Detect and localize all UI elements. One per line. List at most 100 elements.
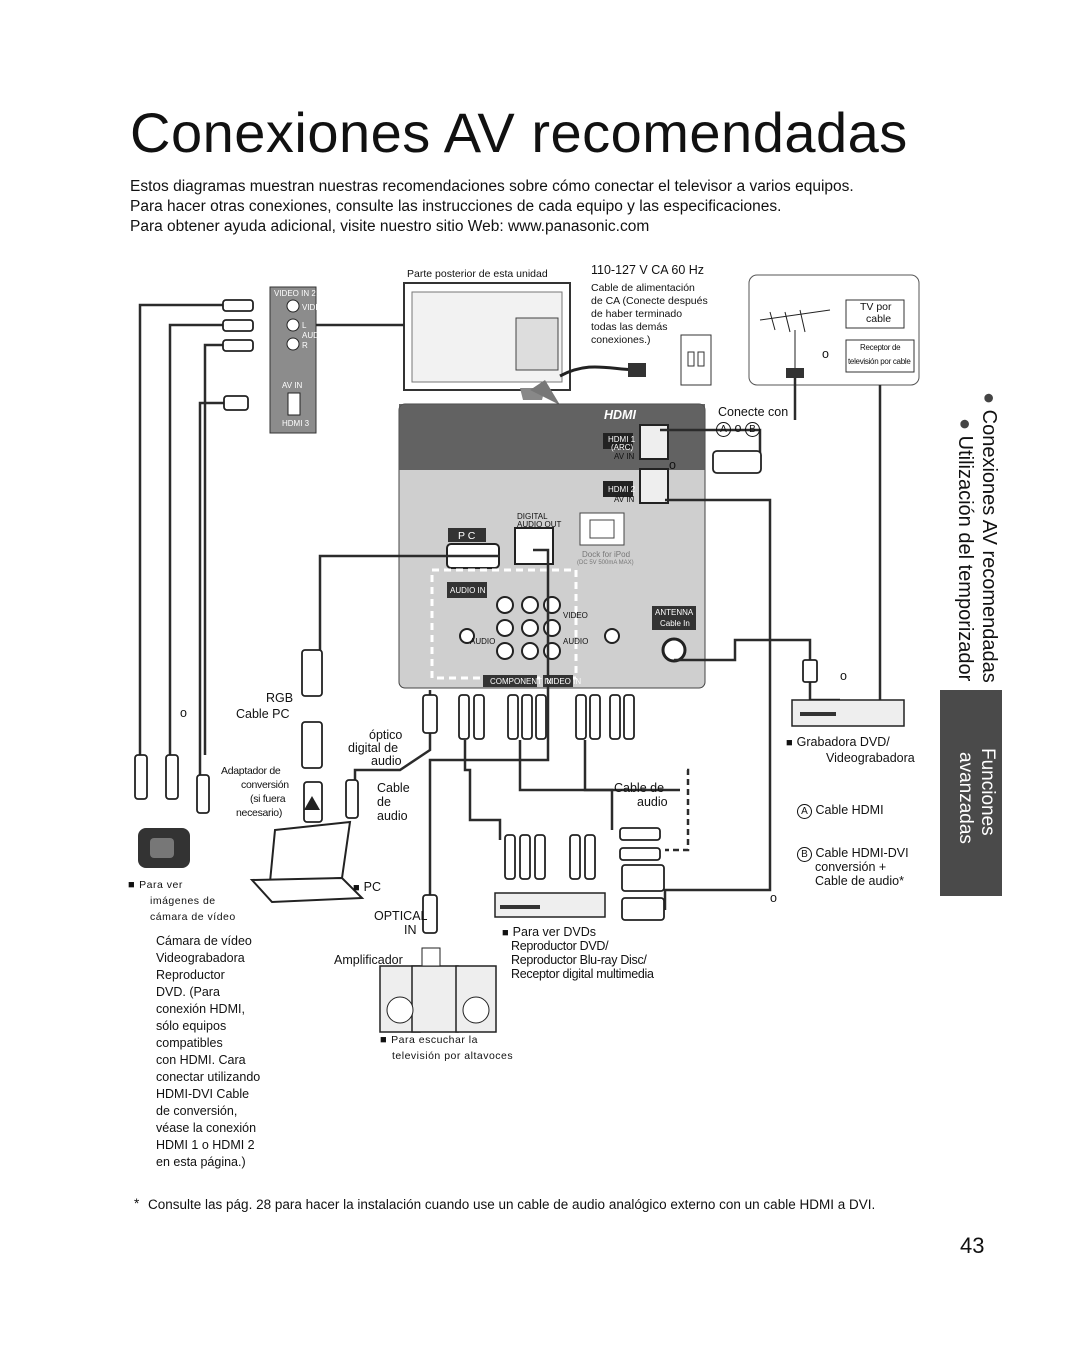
page-number: 43	[960, 1233, 985, 1258]
audio-in-label: AUDIO IN	[450, 586, 486, 595]
recorder-or: o	[840, 669, 847, 683]
page-title: Conexiones AV recomendadas	[130, 101, 908, 164]
amplifier-label: Amplificador	[334, 953, 403, 967]
audio-cable-right-1: Cable de	[614, 781, 665, 795]
connect-or: o	[734, 421, 742, 435]
video-in-label: VIDEO IN	[546, 677, 582, 686]
intro-line-1: Estos diagramas muestran nuestras recome…	[130, 178, 854, 195]
adapter-3: (si fuera	[250, 793, 286, 805]
camera-device	[138, 828, 190, 868]
side-panel-video-in-2: VIDEO IN 2	[274, 289, 316, 298]
component-in-label: COMPONENT IN	[490, 677, 553, 686]
hdmi1-arc: (ARC)	[611, 443, 634, 452]
audio-cable-left-2: de	[377, 795, 391, 809]
cable-hdmi-text: Cable HDMI	[815, 803, 884, 817]
rgb-label: RGB	[266, 691, 294, 705]
power-note-3: de haber terminado	[591, 308, 683, 320]
footnote-mark: *	[134, 1196, 140, 1211]
hdmi1-av-in: AV IN	[614, 452, 635, 461]
side-nav-item-1[interactable]: ● Conexiones AV recomendadas	[978, 392, 1000, 683]
rear-label: Parte posterior de esta unidad	[407, 268, 548, 280]
adapter-4: necesario)	[236, 807, 283, 819]
side-panel-av-in: AV IN	[282, 381, 303, 390]
receiver-1: Receptor de	[860, 343, 901, 352]
dock-spec: (DC 5V 500mA MAX)	[577, 560, 634, 566]
dvi-or: o	[770, 891, 777, 905]
receiver-2: televisión por cable	[848, 357, 911, 366]
side-panel-r: R	[302, 341, 308, 350]
power-note-1: Cable de alimentación	[591, 282, 695, 294]
connect-ab: A o B	[716, 420, 760, 437]
audio-out-label: AUDIO OUT	[517, 520, 562, 529]
side-nav-item-2[interactable]: ● Utilización del temporizador	[954, 418, 976, 682]
hdmi-logo: HDMI	[604, 408, 636, 422]
jack-audio-1: AUDIO	[470, 637, 496, 646]
a-legend-marker: A	[797, 804, 812, 819]
cable-hdmi-dvi-2: conversión +	[815, 860, 887, 874]
power-note-4: todas las demás	[591, 321, 668, 333]
cable-hdmi-legend: A Cable HDMI	[797, 802, 884, 819]
power-note-5: conexiones.)	[591, 334, 651, 346]
b-legend-marker: B	[797, 847, 812, 862]
intro-line-3: Para obtener ayuda adicional, visite nue…	[130, 218, 650, 235]
antenna-label: ANTENNA	[655, 608, 694, 617]
audio-cable-left-3: audio	[377, 809, 408, 823]
optical-in-2: IN	[404, 923, 417, 937]
optical-1: óptico	[369, 728, 403, 742]
dvd-player-device	[494, 892, 606, 918]
b-marker: B	[744, 422, 760, 437]
amplifier-device	[379, 947, 497, 1033]
dvd-device-3: Reproductor Blu-ray Disc/	[511, 953, 647, 967]
camera-device-3: cámara de vídeo	[150, 911, 236, 923]
side-tab-line-2: avanzadas	[955, 752, 976, 844]
side-tab[interactable]	[940, 690, 1002, 896]
dvd-device-1: Para ver DVDs	[502, 924, 596, 941]
dvd-device-4: Receptor digital multimedia	[511, 967, 654, 981]
amp-device-1: Para escuchar la	[380, 1034, 478, 1047]
pc-device-label: PC	[353, 879, 381, 896]
hdmi2-label: HDMI 2	[608, 485, 636, 494]
audio-cable-right-2: audio	[637, 795, 668, 809]
side-panel-l: L	[302, 321, 307, 330]
hdmi-or: o	[669, 458, 676, 472]
antenna-or: o	[822, 347, 829, 361]
a-marker: A	[716, 422, 731, 437]
cable-hdmi-dvi-3: Cable de audio*	[815, 874, 904, 888]
cable-in-label: Cable In	[660, 619, 690, 628]
jack-audio-2: AUDIO	[563, 637, 589, 646]
hdmi1-label: HDMI 1	[608, 435, 636, 444]
intro-line-2: Para hacer otras conexiones, consulte la…	[130, 198, 782, 215]
power-spec: 110-127 V CA 60 Hz	[591, 263, 705, 277]
adapter-2: conversión	[241, 779, 289, 791]
optical-2: digital de	[348, 741, 399, 755]
cable-hdmi-dvi-legend: B Cable HDMI-DVI	[797, 845, 909, 862]
camera-device-2: imágenes de	[150, 895, 216, 907]
side-panel-hdmi-3: HDMI 3	[282, 419, 310, 428]
dvd-device-2: Reproductor DVD/	[511, 939, 609, 953]
camera-device-1: Para ver	[128, 879, 183, 892]
laptop-device	[249, 820, 365, 904]
recorder-device-1: Grabadora DVD/	[786, 734, 890, 751]
amp-device-2: televisión por altavoces	[392, 1050, 514, 1062]
adapter-1: Adaptador de	[221, 765, 281, 777]
cable-hdmi-dvi-text: Cable HDMI-DVI	[815, 846, 909, 860]
optical-in-1: OPTICAL	[374, 909, 428, 923]
optical-3: audio	[371, 754, 402, 768]
cable-pc-label: Cable PC	[236, 707, 290, 721]
digital-label: DIGITAL	[517, 512, 548, 521]
tv-cable-1: TV por	[860, 301, 892, 313]
footnote: Consulte las pág. 28 para hacer la insta…	[148, 1197, 876, 1212]
side-panel-video: VIDEO	[302, 303, 327, 312]
camera-or: o	[180, 706, 187, 720]
recorder-device-2: Videograbadora	[826, 751, 915, 765]
side-tab-line-1: Funciones	[977, 748, 998, 836]
tv-cable-2: cable	[866, 313, 892, 325]
dock-label: Dock for iPod	[582, 550, 631, 559]
hdmi2-av-in: AV IN	[614, 495, 635, 504]
recorder-device	[791, 699, 905, 727]
jack-video: VIDEO	[563, 611, 588, 620]
audio-cable-left-1: Cable	[377, 781, 410, 795]
side-panel-audio: AUDIO	[302, 331, 328, 340]
power-note-2: de CA (Conecte después	[591, 295, 708, 307]
